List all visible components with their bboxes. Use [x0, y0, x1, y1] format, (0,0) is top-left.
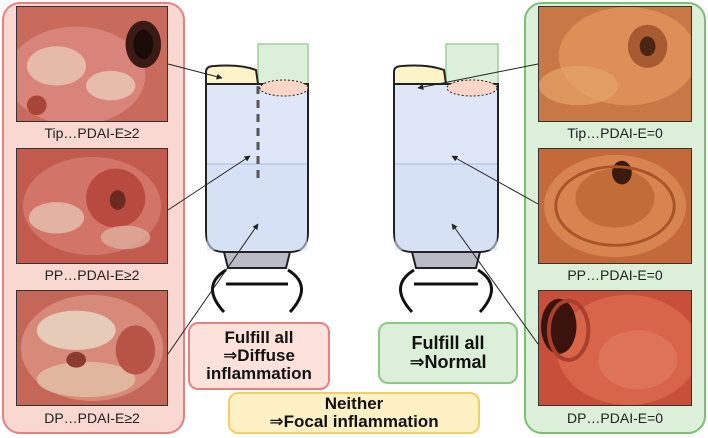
pouch-body-left [205, 83, 309, 253]
caption-dp-normal: DP…PDAI-E=0 [566, 410, 664, 426]
endoscopy-photo-dp-inflamed [16, 290, 168, 406]
caption-pp-inflamed: PP…PDAI-E≥2 [44, 267, 140, 283]
pouch-right [393, 43, 499, 314]
focal-line-2: ⇒Focal inflammation [269, 412, 439, 431]
endoscopy-photo-tip-normal [538, 6, 692, 122]
caption-pp-normal: PP…PDAI-E=0 [567, 267, 663, 283]
anal-sphincter-right [399, 268, 493, 314]
pouch-tip-right [393, 64, 448, 85]
caption-tip-inflamed: Tip…PDAI-E≥2 [44, 125, 140, 141]
diffuse-line-1: Fulfill all [224, 328, 294, 348]
endoscopy-photo-pp-inflamed [16, 148, 168, 264]
pointer-lines [167, 63, 539, 355]
endoscopy-photo-dp-normal [538, 290, 692, 406]
anal-sphincter-left [211, 268, 303, 314]
endoscopy-photo-pp-normal [538, 148, 692, 264]
normal-line-2: ⇒Normal [409, 352, 487, 372]
endoscopy-photo-tip-inflamed [16, 6, 168, 122]
diffuse-line-2: ⇒Diffuse [223, 346, 295, 366]
caption-tip-normal: Tip…PDAI-E=0 [567, 125, 663, 141]
focal-line-1: Neither [324, 394, 384, 414]
caption-dp-inflamed: DP…PDAI-E≥2 [44, 410, 140, 426]
anal-canal-left [222, 251, 292, 269]
afferent-limb-left [257, 43, 309, 84]
normal-box: Fulfill all ⇒Normal [378, 322, 518, 384]
focal-inflammation-box: Neither ⇒Focal inflammation [228, 392, 480, 434]
pouch-body-right [393, 83, 499, 253]
limb-opening-left [259, 79, 309, 97]
pouch-left [205, 43, 309, 314]
pouch-tip-left [205, 64, 260, 85]
diffuse-inflammation-box: Fulfill all ⇒Diffuse inflammation [188, 322, 330, 390]
diffuse-line-3: inflammation [206, 363, 312, 383]
limb-opening-right [446, 79, 498, 97]
afferent-limb-right [445, 43, 499, 84]
normal-line-1: Fulfill all [411, 333, 485, 354]
anal-canal-right [410, 251, 482, 269]
